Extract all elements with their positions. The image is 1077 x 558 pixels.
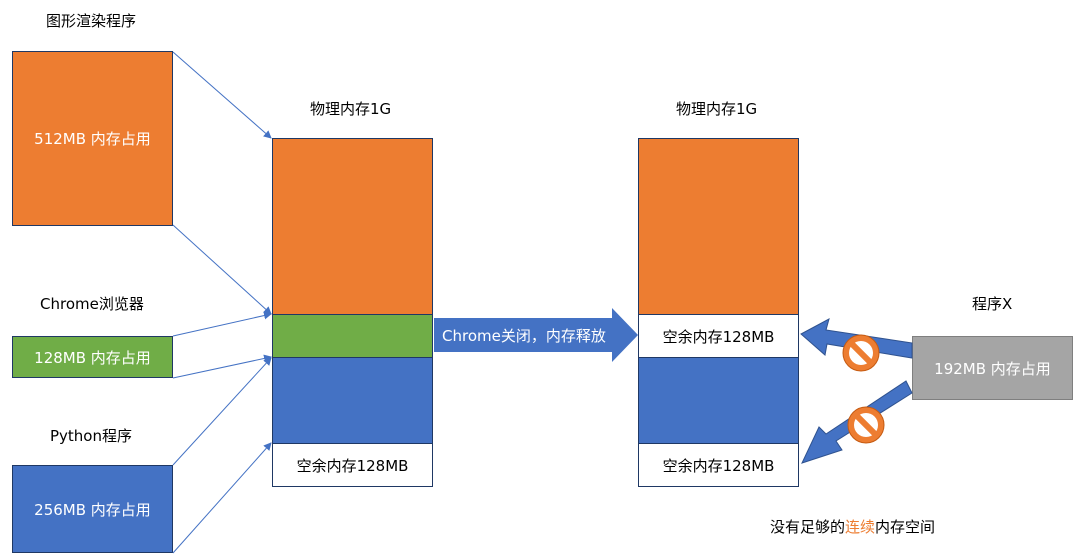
chrome-program-box: 128MB 内存占用: [12, 336, 173, 378]
memory-after-free-label-1: 空余内存128MB: [662, 327, 775, 346]
memory-before-stack: 空余内存128MB: [272, 138, 433, 487]
memory-before-title: 物理内存1G: [310, 100, 392, 118]
conclusion-text: 没有足够的连续内存空间: [770, 516, 935, 537]
memory-after-python-segment: [638, 357, 799, 444]
no-entry-icon: [847, 406, 885, 444]
connector-chrome-bottom: [172, 354, 272, 379]
program-x-arrow-upper: [800, 318, 913, 359]
conclusion-suffix: 内存空间: [875, 518, 936, 536]
chrome-program-title: Chrome浏览器: [40, 295, 144, 313]
program-x-usage: 192MB 内存占用: [934, 359, 1051, 378]
graphics-program-title: 图形渲染程序: [46, 12, 137, 30]
program-x-title: 程序X: [972, 295, 1013, 313]
memory-after-free-segment-1: 空余内存128MB: [638, 314, 799, 358]
no-entry-icon: [842, 334, 880, 372]
program-x-box: 192MB 内存占用: [912, 336, 1073, 400]
memory-before-free-label: 空余内存128MB: [296, 456, 409, 475]
connector-graphics-bottom: [172, 224, 272, 315]
python-program-title: Python程序: [50, 427, 132, 445]
memory-after-stack: 空余内存128MB 空余内存128MB: [638, 138, 799, 487]
memory-before-chrome-segment: [272, 314, 433, 358]
memory-before-graphics-segment: [272, 138, 433, 315]
conclusion-prefix: 没有足够的: [770, 518, 846, 536]
connector-python-bottom: [172, 442, 272, 554]
memory-after-free-label-2: 空余内存128MB: [662, 456, 775, 475]
memory-after-graphics-segment: [638, 138, 799, 315]
connector-graphics-top: [172, 51, 272, 139]
chrome-program-usage: 128MB 内存占用: [34, 348, 151, 367]
connector-chrome-top: [172, 311, 272, 337]
graphics-program-box: 512MB 内存占用: [12, 51, 173, 226]
graphics-program-usage: 512MB 内存占用: [34, 130, 151, 148]
memory-after-free-segment-2: 空余内存128MB: [638, 443, 799, 487]
conclusion-highlight: 连续: [845, 518, 876, 536]
memory-before-python-segment: [272, 357, 433, 444]
memory-before-free-segment: 空余内存128MB: [272, 443, 433, 487]
transition-label: Chrome关闭，内存释放: [442, 327, 606, 345]
connector-python-top: [172, 357, 272, 466]
program-x-arrow-lower: [801, 380, 913, 464]
python-program-box: 256MB 内存占用: [12, 465, 173, 553]
python-program-usage: 256MB 内存占用: [34, 500, 151, 519]
memory-after-title: 物理内存1G: [676, 100, 758, 118]
